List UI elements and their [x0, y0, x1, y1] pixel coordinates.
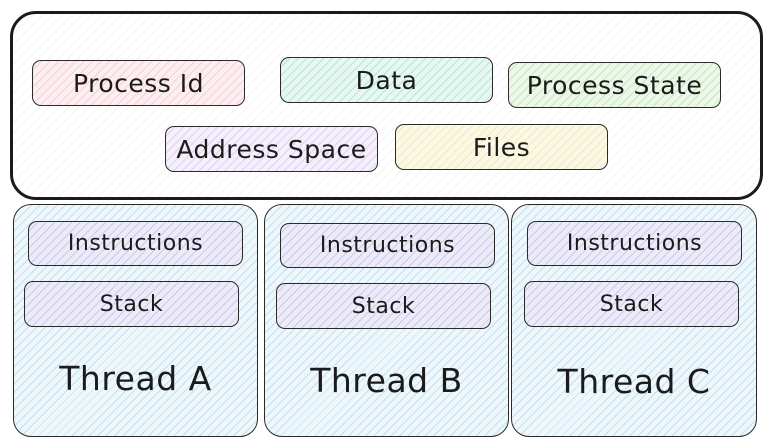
process-state-field: Process State	[508, 62, 721, 108]
files-field: Files	[395, 124, 608, 170]
address-space-field: Address Space	[165, 126, 378, 172]
thread-a-instructions: Instructions	[28, 221, 243, 266]
thread-b-label: Thread B	[310, 361, 463, 400]
thread-a-label: Thread A	[59, 359, 212, 398]
thread-a-stack: Stack	[24, 281, 239, 327]
thread-c-label: Thread C	[557, 362, 711, 401]
thread-b-box: Instructions Stack Thread B	[264, 204, 509, 437]
thread-c-box: Instructions Stack Thread C	[511, 204, 757, 437]
thread-c-stack: Stack	[524, 281, 739, 327]
thread-c-instructions: Instructions	[527, 221, 742, 266]
thread-b-instructions: Instructions	[280, 223, 495, 268]
process-id-field: Process Id	[32, 60, 245, 106]
thread-b-stack: Stack	[276, 283, 491, 329]
data-field: Data	[280, 57, 493, 103]
thread-a-box: Instructions Stack Thread A	[13, 204, 258, 437]
process-container: Process Id Data Process State Address Sp…	[10, 11, 763, 200]
